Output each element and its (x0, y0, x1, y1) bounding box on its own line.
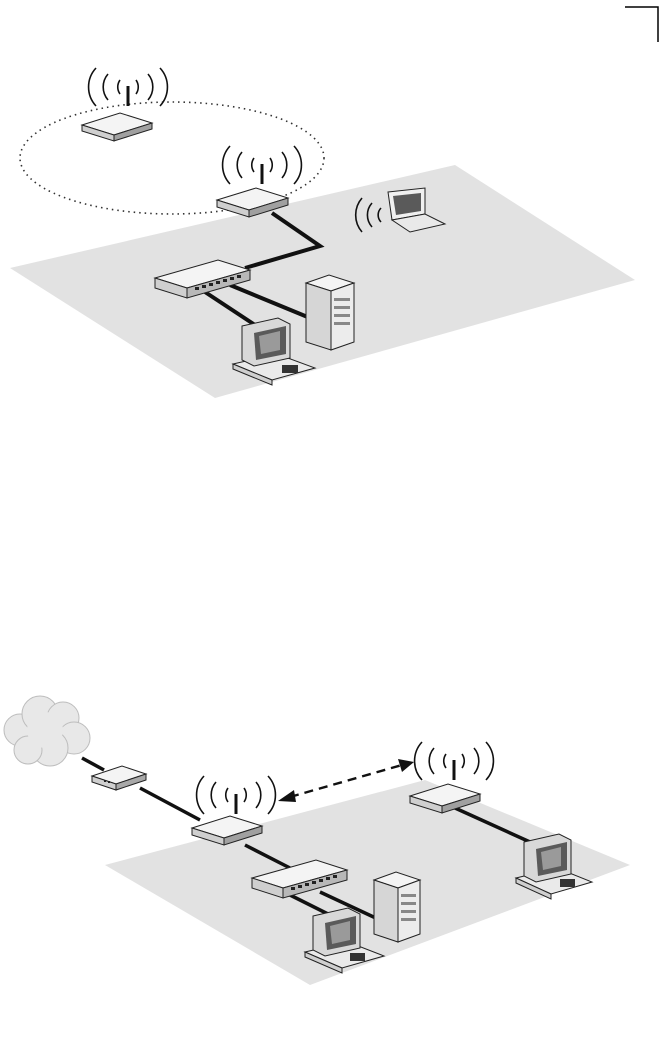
remote-access-point (82, 86, 152, 141)
infrastructure-network-diagram (0, 0, 659, 420)
server-tower (306, 275, 354, 350)
cable-cloud-to-modem (82, 758, 104, 770)
bridge-network-diagram (0, 680, 659, 1020)
cable-modem-to-ap (140, 788, 200, 820)
cloud-icon (4, 696, 90, 766)
server-tower (374, 872, 420, 942)
